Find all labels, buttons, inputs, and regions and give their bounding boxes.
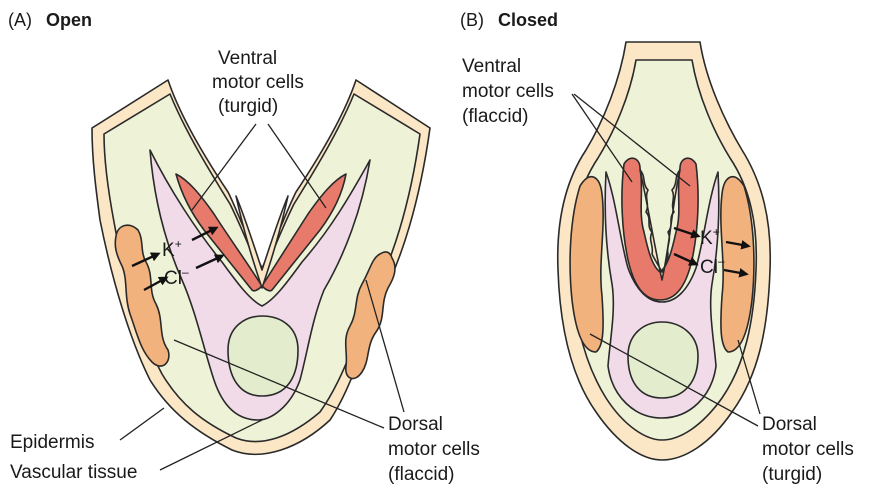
closed-dorsal-label: Dorsal motor cells (turgid) [762, 414, 859, 485]
open-vascular-core [228, 316, 298, 396]
open-epidermis-leader [120, 408, 164, 440]
panel-b-letter: (B) [460, 10, 484, 30]
open-panel: (A) Open K+ Cl– Ventral motor cells (tur… [8, 10, 485, 485]
open-ventral-label: Ventral motor cells (turgid) [212, 48, 309, 117]
open-vascular-label: Vascular tissue [10, 462, 137, 483]
closed-panel: (B) Closed K+ Cl– Ventral motor cells (f… [460, 10, 859, 485]
open-epidermis-label: Epidermis [10, 432, 94, 453]
open-dorsal-label: Dorsal motor cells (flaccid) [388, 414, 485, 485]
panel-a-letter: (A) [8, 10, 32, 30]
closed-ventral-label: Ventral motor cells (flaccid) [462, 56, 559, 127]
panel-a-title: Open [46, 10, 92, 30]
panel-b-title: Closed [498, 10, 558, 30]
